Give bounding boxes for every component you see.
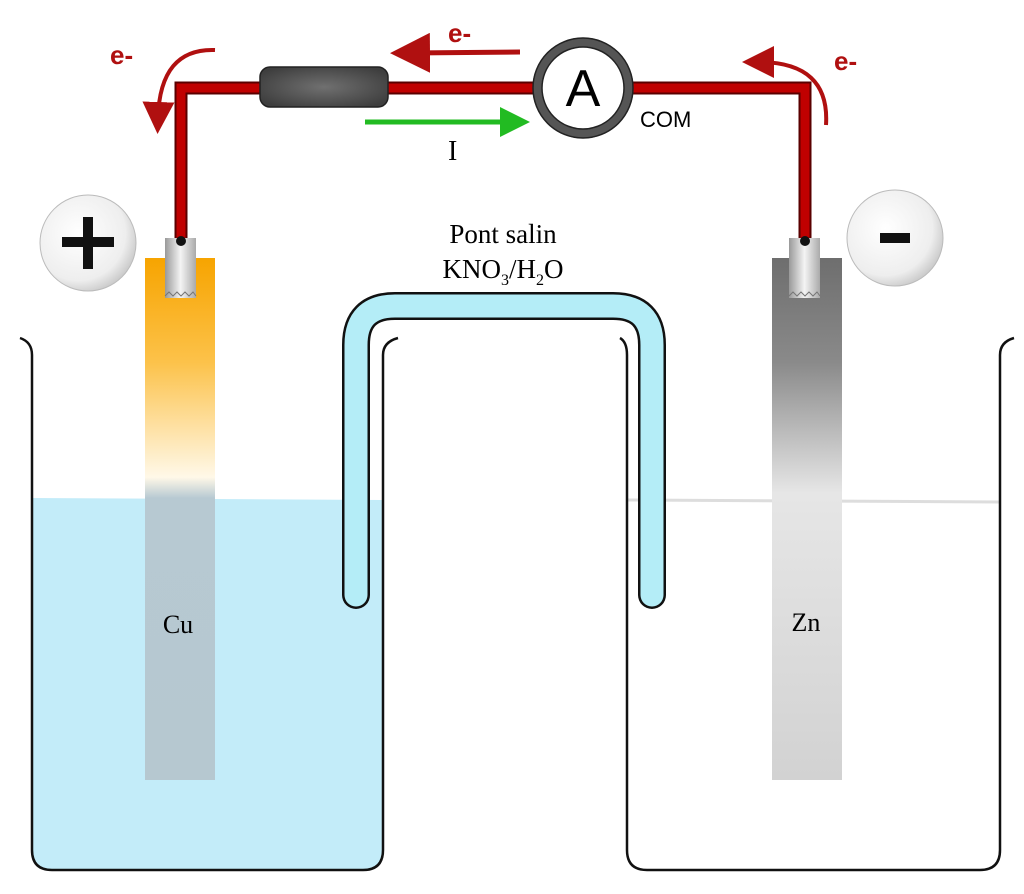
electron-arrow-left	[142, 47, 216, 134]
electron-arrow-right	[742, 46, 829, 126]
negative-terminal-badge	[846, 189, 944, 287]
salt-bridge	[342, 292, 666, 609]
ammeter: A	[532, 37, 634, 139]
resistor	[259, 66, 389, 108]
zinc-clip	[788, 236, 821, 298]
right-beaker	[619, 336, 1015, 872]
copper-electrode	[145, 258, 215, 780]
copper-label: Cu	[163, 610, 193, 639]
com-label: COM	[640, 107, 691, 132]
electron-label-left: e-	[110, 40, 133, 70]
salt-bridge-title: Pont salin	[449, 219, 557, 249]
salt-bridge-formula: KNO3/H2O	[443, 254, 564, 289]
positive-terminal-badge	[39, 194, 137, 292]
electron-arrow-top	[390, 32, 521, 73]
electron-label-right: e-	[834, 46, 857, 76]
ammeter-label: A	[566, 60, 601, 118]
left-beaker	[19, 336, 399, 872]
zinc-label: Zn	[792, 608, 821, 637]
zinc-electrode	[772, 258, 842, 780]
electron-label-top: e-	[448, 18, 471, 48]
circuit-wire	[174, 81, 812, 240]
copper-clip	[164, 236, 197, 298]
current-label: I	[448, 136, 457, 167]
